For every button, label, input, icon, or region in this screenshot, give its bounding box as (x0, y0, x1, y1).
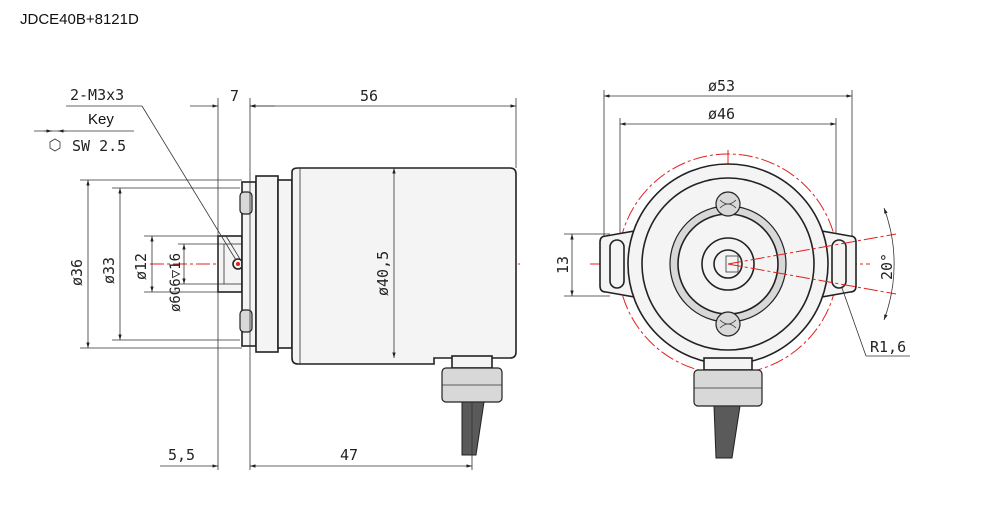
dim-angle-label: 20° (878, 253, 896, 280)
set-screw-center (236, 262, 240, 266)
dim-7-label: 7 (230, 87, 239, 105)
side-view: 7 56 2-M3x3 Key SW 2.5 ø36 ø33 ø12 ø6G6▽… (34, 86, 520, 470)
dim-d36-label: ø36 (68, 259, 86, 286)
hex-key-icon (49, 138, 61, 152)
flange-screw-bottom (239, 309, 253, 333)
flange-ring (255, 175, 279, 353)
radius-leader (841, 287, 867, 357)
key-label: Key (88, 111, 114, 128)
front-shaft-ring (701, 237, 755, 291)
angle-arc (883, 207, 895, 321)
clamp-screw-top-slot (719, 199, 737, 209)
front-shaft-bore (713, 249, 743, 279)
gland-neck (451, 355, 493, 369)
key-size-label: SW 2.5 (72, 137, 126, 155)
dim-radius-label: R1,6 (870, 338, 906, 356)
dim-5-5-label: 5,5 (168, 446, 195, 464)
dim-body-label: ø40,5 (374, 251, 392, 296)
thread-label: 2-M3x3 (70, 86, 124, 104)
front-cable (713, 405, 741, 459)
dim-d12-label: ø12 (132, 253, 150, 280)
clamp-screw-bottom-slot (719, 319, 737, 329)
angle-line-top (727, 233, 897, 265)
thread-leader (141, 105, 237, 261)
dim-d46-label: ø46 (708, 105, 735, 123)
dim-13-label: 13 (554, 256, 572, 274)
flange-step (277, 179, 293, 349)
front-keyway (725, 255, 739, 273)
front-body-ring (641, 177, 815, 351)
angle-line-bottom (727, 263, 897, 295)
dim-d53-label: ø53 (708, 77, 735, 95)
encoder-body (291, 167, 517, 365)
right-tab-slot (831, 239, 847, 289)
dim-bore-label: ø6G6▽16 (168, 253, 184, 312)
front-view: ø53 ø46 13 20° R1,6 (554, 77, 910, 459)
dim-56-label: 56 (360, 87, 378, 105)
dim-d33-label: ø33 (100, 257, 118, 284)
flange-screw-top (239, 191, 253, 215)
cable (461, 401, 485, 456)
left-tab-slot (609, 239, 625, 289)
dim-47-label: 47 (340, 446, 358, 464)
drawing-title: JDCE40B+8121D (20, 11, 139, 28)
front-gland-neck (703, 357, 753, 371)
